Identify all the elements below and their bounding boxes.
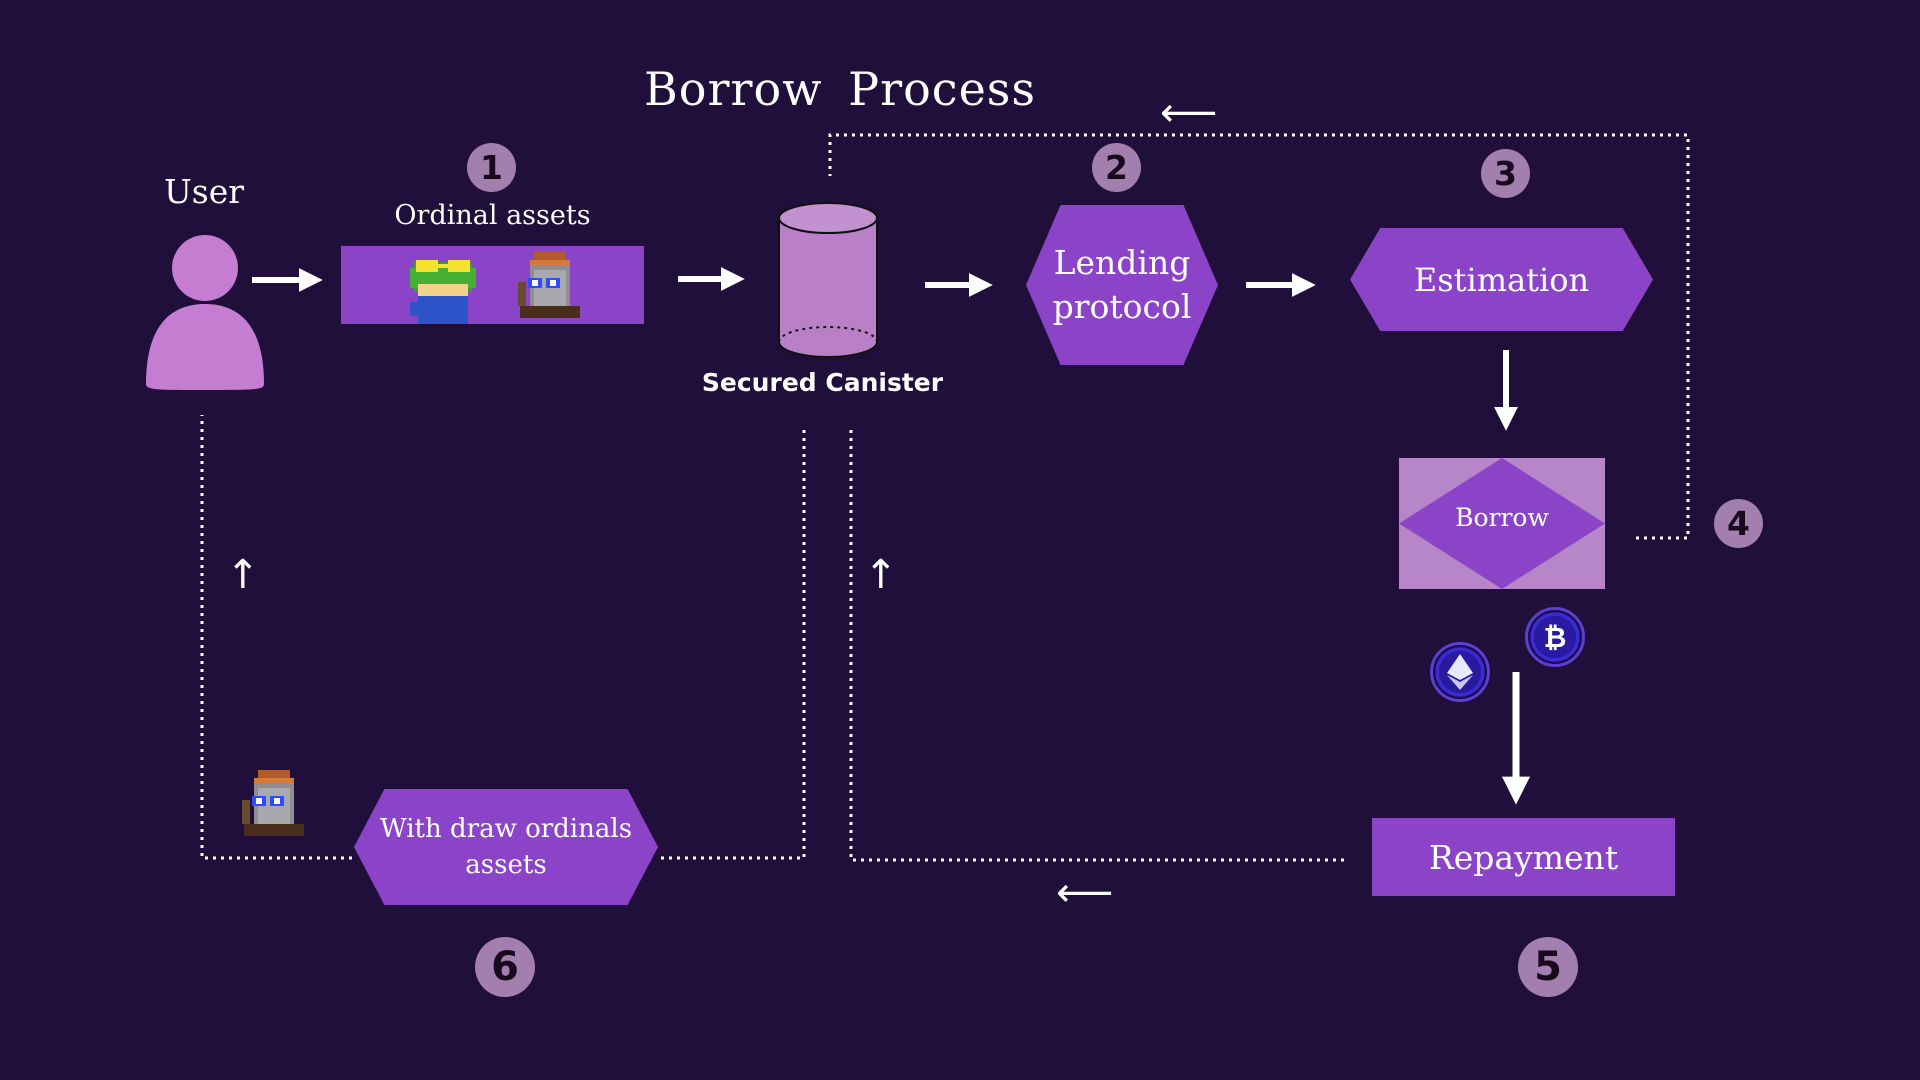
pixel-tombstone-ordinal-icon bbox=[518, 252, 580, 318]
dotted-path-canister-to-withdraw bbox=[660, 430, 806, 860]
bitcoin-coin-icon: ₿ bbox=[1525, 607, 1585, 667]
lending-label-line2: protocol bbox=[1052, 287, 1192, 326]
estimation-label: Estimation bbox=[1413, 260, 1590, 299]
up-arrow-icon: ↑ bbox=[226, 552, 260, 598]
user-avatar-icon bbox=[146, 235, 264, 390]
dotted-path-borrow-to-canister bbox=[828, 133, 1690, 540]
ordinal-assets-label: Ordinal assets bbox=[394, 200, 591, 231]
ethereum-coin-icon bbox=[1430, 642, 1490, 702]
step-badge-2: 2 bbox=[1092, 143, 1141, 192]
withdraw-label-line1: With draw ordinals bbox=[379, 814, 633, 844]
step-badge-3: 3 bbox=[1481, 149, 1530, 198]
lending-label-line1: Lending bbox=[1053, 243, 1191, 282]
estimation-node: Estimation bbox=[1350, 228, 1653, 331]
repayment-node: Repayment bbox=[1372, 818, 1675, 896]
left-arrow-icon: ⟵ bbox=[1056, 870, 1114, 916]
dotted-path-withdraw-to-user bbox=[200, 415, 352, 860]
repayment-label: Repayment bbox=[1428, 837, 1619, 877]
cylinder-database-icon bbox=[778, 202, 878, 358]
dotted-path-repayment-to-canister bbox=[849, 430, 1344, 862]
step-badge-6: 6 bbox=[475, 937, 535, 997]
step-badge-1: 1 bbox=[467, 143, 516, 192]
diagram-title: Borrow Process bbox=[644, 62, 1036, 116]
secured-canister-label: Secured Canister bbox=[701, 368, 944, 397]
step-badge-4: 4 bbox=[1714, 499, 1763, 548]
user-label: User bbox=[163, 172, 245, 211]
ordinal-assets-bar bbox=[341, 246, 644, 324]
withdraw-ordinals-node: With draw ordinals assets bbox=[354, 789, 658, 905]
left-arrow-icon: ⟵ bbox=[1160, 90, 1218, 136]
pixel-tombstone-ordinal-icon bbox=[242, 770, 304, 836]
step-badge-5: 5 bbox=[1518, 937, 1578, 997]
up-arrow-icon: ↑ bbox=[864, 552, 898, 598]
borrow-label: Borrow bbox=[1455, 503, 1549, 532]
pixel-frog-ordinal-icon bbox=[410, 260, 476, 324]
lending-protocol-node: Lending protocol bbox=[1026, 205, 1218, 365]
withdraw-label-line2: assets bbox=[465, 850, 547, 880]
